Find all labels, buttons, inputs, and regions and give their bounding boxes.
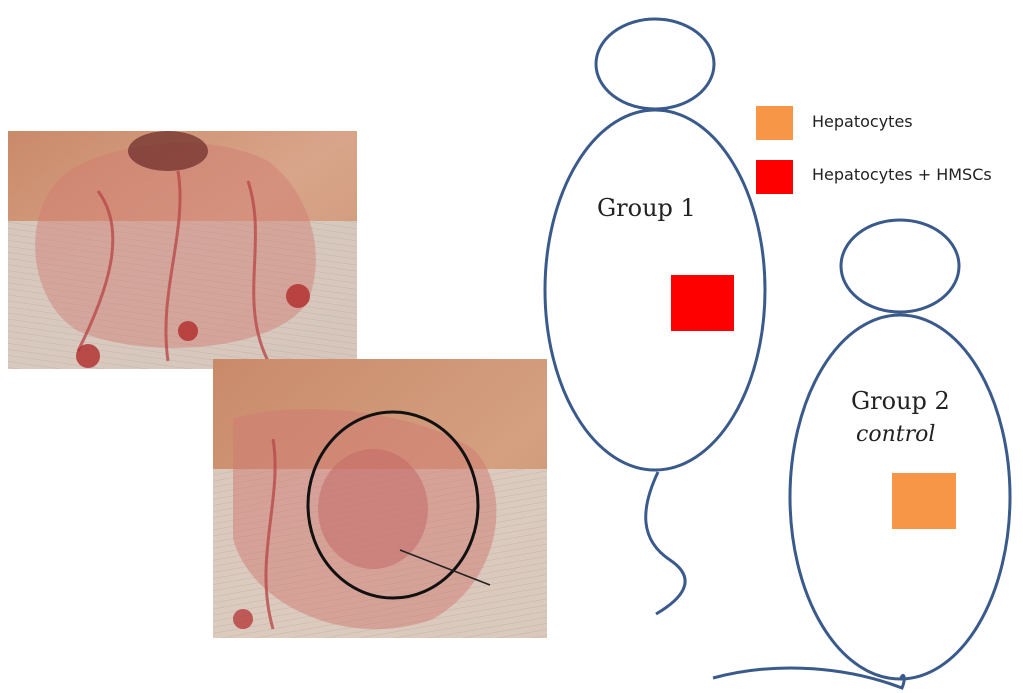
group-2-square [892,473,956,529]
group-1-tail [646,472,685,614]
group-2-tail [713,668,904,688]
group-2-subtitle: control [856,422,935,447]
group-2-title: Group 2 [851,387,950,415]
legend-swatch-hepatocytes-hmscs [756,160,793,194]
legend: Hepatocytes Hepatocytes + HMSCs [756,106,992,194]
legend-label-hepatocytes: Hepatocytes [812,112,913,131]
legend-swatch-hepatocytes [756,106,793,140]
group-2-head [841,220,959,312]
group-2-figure [713,220,1010,688]
legend-label-hepatocytes-hmscs: Hepatocytes + HMSCs [812,165,992,184]
group-1-head [596,19,714,109]
group-1-square [671,275,734,331]
group-1-title: Group 1 [597,194,696,222]
